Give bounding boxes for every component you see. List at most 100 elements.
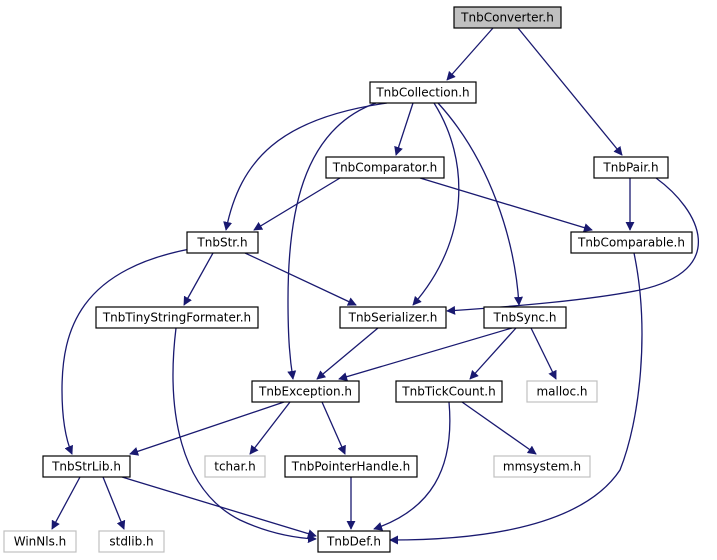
node-label: TnbComparable.h — [577, 236, 685, 250]
edge-line — [530, 327, 557, 380]
edge-line — [389, 252, 643, 545]
edge-line — [394, 102, 414, 156]
node-label: TnbDef.h — [326, 535, 381, 549]
edge-TnbException-to-TnbPointerHandle — [321, 401, 346, 455]
edge-line — [244, 252, 357, 306]
edge-line — [129, 401, 285, 456]
node-box — [42, 455, 131, 478]
node-label: TnbException.h — [258, 385, 352, 399]
node-TnbConverter[interactable]: TnbConverter.h — [453, 6, 562, 29]
node-box — [453, 6, 562, 29]
node-TnbCollection[interactable]: TnbCollection.h — [369, 81, 477, 104]
edge-line — [172, 327, 317, 544]
edge-TnbSync-to-malloc — [530, 327, 557, 380]
node-label: TnbPair.h — [602, 161, 658, 175]
edge-line — [51, 476, 81, 530]
edge-TnbTickCount-to-mmsystem — [461, 401, 537, 455]
node-TnbTickCount[interactable]: TnbTickCount.h — [395, 380, 503, 403]
node-TnbComparator[interactable]: TnbComparator.h — [325, 156, 445, 179]
node-box — [395, 380, 503, 403]
edge-TnbComparator-to-TnbComparable — [419, 177, 593, 232]
node-label: TnbSerializer.h — [348, 311, 438, 325]
edge-TnbCollection-to-TnbException — [287, 102, 377, 380]
node-TnbPointerHandle[interactable]: TnbPointerHandle.h — [284, 455, 418, 478]
node-TnbDef[interactable]: TnbDef.h — [317, 530, 391, 553]
node-TnbSync[interactable]: TnbSync.h — [483, 306, 567, 329]
node-TnbPair[interactable]: TnbPair.h — [593, 156, 669, 179]
edge-line — [183, 252, 214, 306]
edge-TnbTickCount-to-TnbDef — [373, 401, 451, 531]
edge-line — [121, 476, 317, 538]
edge-line — [316, 327, 379, 380]
edge-TnbCollection-to-TnbSerializer — [412, 102, 460, 306]
node-box — [284, 455, 418, 478]
edge-TnbStrLib-to-TnbDef — [121, 476, 317, 538]
node-TnbTinyStringFormater[interactable]: TnbTinyStringFormater.h — [95, 306, 259, 329]
node-box — [493, 455, 591, 478]
edge-line — [373, 401, 451, 531]
node-TnbException[interactable]: TnbException.h — [251, 380, 360, 403]
edge-TnbCollection-to-TnbComparator — [394, 102, 414, 156]
node-label: tchar.h — [214, 460, 256, 474]
edge-line — [461, 401, 537, 455]
edge-TnbConverter-to-TnbPair — [517, 27, 623, 156]
node-label: TnbCollection.h — [375, 86, 469, 100]
edge-line — [102, 476, 126, 530]
node-TnbComparable[interactable]: TnbComparable.h — [570, 231, 693, 254]
node-WinNls: WinNls.h — [3, 530, 77, 553]
node-box — [570, 231, 693, 254]
node-label: stdlib.h — [109, 535, 153, 549]
edge-TnbConverter-to-TnbCollection — [446, 27, 494, 81]
edge-line — [517, 27, 623, 156]
edge-line — [253, 177, 341, 231]
edge-line — [287, 102, 377, 380]
node-label: mmsystem.h — [503, 460, 581, 474]
edge-line — [419, 177, 593, 232]
node-box — [251, 380, 360, 403]
edge-TnbComparator-to-TnbStr — [253, 177, 341, 231]
node-label: TnbStrLib.h — [51, 460, 121, 474]
edges — [51, 27, 700, 545]
edge-TnbSync-to-TnbTickCount — [469, 327, 517, 380]
node-box — [369, 81, 477, 104]
node-TnbStr[interactable]: TnbStr.h — [186, 231, 259, 254]
node-malloc: malloc.h — [526, 380, 598, 403]
edge-TnbSync-to-TnbException — [338, 327, 513, 382]
node-label: TnbTickCount.h — [401, 385, 495, 399]
edge-line — [61, 248, 191, 455]
node-box — [339, 306, 447, 329]
node-box — [98, 530, 165, 553]
node-label: TnbComparator.h — [332, 161, 438, 175]
node-box — [204, 455, 266, 478]
node-box — [593, 156, 669, 179]
node-box — [317, 530, 391, 553]
edge-TnbStrLib-to-WinNls — [51, 476, 81, 530]
edge-TnbException-to-TnbStrLib — [129, 401, 285, 456]
nodes: TnbConverter.hTnbCollection.hTnbComparat… — [3, 6, 693, 553]
edge-TnbException-to-tchar — [249, 401, 291, 455]
node-label: TnbStr.h — [196, 236, 247, 250]
node-box — [526, 380, 598, 403]
node-label: malloc.h — [536, 385, 587, 399]
edge-line — [412, 102, 460, 306]
node-box — [3, 530, 77, 553]
edge-line — [321, 401, 346, 455]
edge-TnbStr-to-TnbSerializer — [244, 252, 357, 306]
node-box — [325, 156, 445, 179]
node-label: WinNls.h — [14, 535, 67, 549]
node-box — [483, 306, 567, 329]
edge-TnbSerializer-to-TnbException — [316, 327, 379, 380]
edge-TnbCollection-to-TnbStr — [223, 102, 388, 231]
edge-TnbStr-to-TnbTinyStringFormater — [183, 252, 214, 306]
node-tchar: tchar.h — [204, 455, 266, 478]
node-TnbSerializer[interactable]: TnbSerializer.h — [339, 306, 447, 329]
node-label: TnbSync.h — [493, 311, 557, 325]
edge-line — [446, 27, 494, 81]
node-box — [186, 231, 259, 254]
edge-TnbStr-to-TnbStrLib — [61, 248, 191, 455]
edge-TnbComparable-to-TnbDef — [389, 252, 643, 545]
node-stdlib: stdlib.h — [98, 530, 165, 553]
node-TnbStrLib[interactable]: TnbStrLib.h — [42, 455, 131, 478]
node-mmsystem: mmsystem.h — [493, 455, 591, 478]
